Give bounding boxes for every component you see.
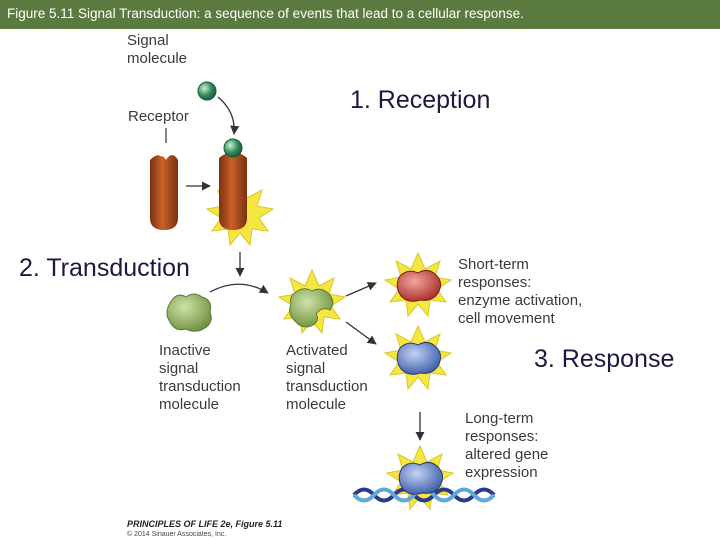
- receptor-label: Receptor: [128, 108, 189, 125]
- step-response: 3. Response: [534, 345, 675, 373]
- signal-molecule-label: Signal molecule: [127, 32, 188, 67]
- long-term-response-protein: [396, 341, 442, 375]
- arrow-signal-to-receptor: [217, 96, 240, 135]
- activated-molecule-label: Activated signal transduction molecule: [286, 342, 368, 413]
- arrow-to-long-term: [345, 321, 377, 345]
- gene-expression-protein: [398, 461, 444, 495]
- inactive-molecule-label: Inactive signal transduction molecule: [159, 342, 241, 413]
- step-reception: 1. Reception: [350, 86, 491, 114]
- arrow-to-short-term: [345, 282, 377, 297]
- copyright-notice: © 2014 Sinauer Associates, Inc.: [127, 531, 227, 538]
- arrow-activation: [209, 283, 269, 294]
- figure-title: Figure 5.11 Signal Transduction: a seque…: [7, 6, 524, 21]
- inactive-signal-transduction-protein: [166, 293, 212, 332]
- signal-molecule: [197, 81, 217, 101]
- title-bar: Figure 5.11 Signal Transduction: a seque…: [0, 0, 720, 29]
- receptor-bound: [219, 152, 247, 230]
- figure-credit: PRINCIPLES OF LIFE 2e, Figure 5.11: [127, 519, 283, 529]
- short-term-responses-label: Short-term responses: enzyme activation,…: [458, 256, 583, 327]
- receptor-unbound: [150, 147, 178, 230]
- step-transduction: 2. Transduction: [19, 254, 190, 282]
- short-term-response-protein: [396, 269, 442, 302]
- bound-signal-molecule: [223, 138, 243, 158]
- activated-signal-transduction-protein: [289, 288, 334, 328]
- long-term-responses-label: Long-term responses: altered gene expres…: [465, 410, 549, 481]
